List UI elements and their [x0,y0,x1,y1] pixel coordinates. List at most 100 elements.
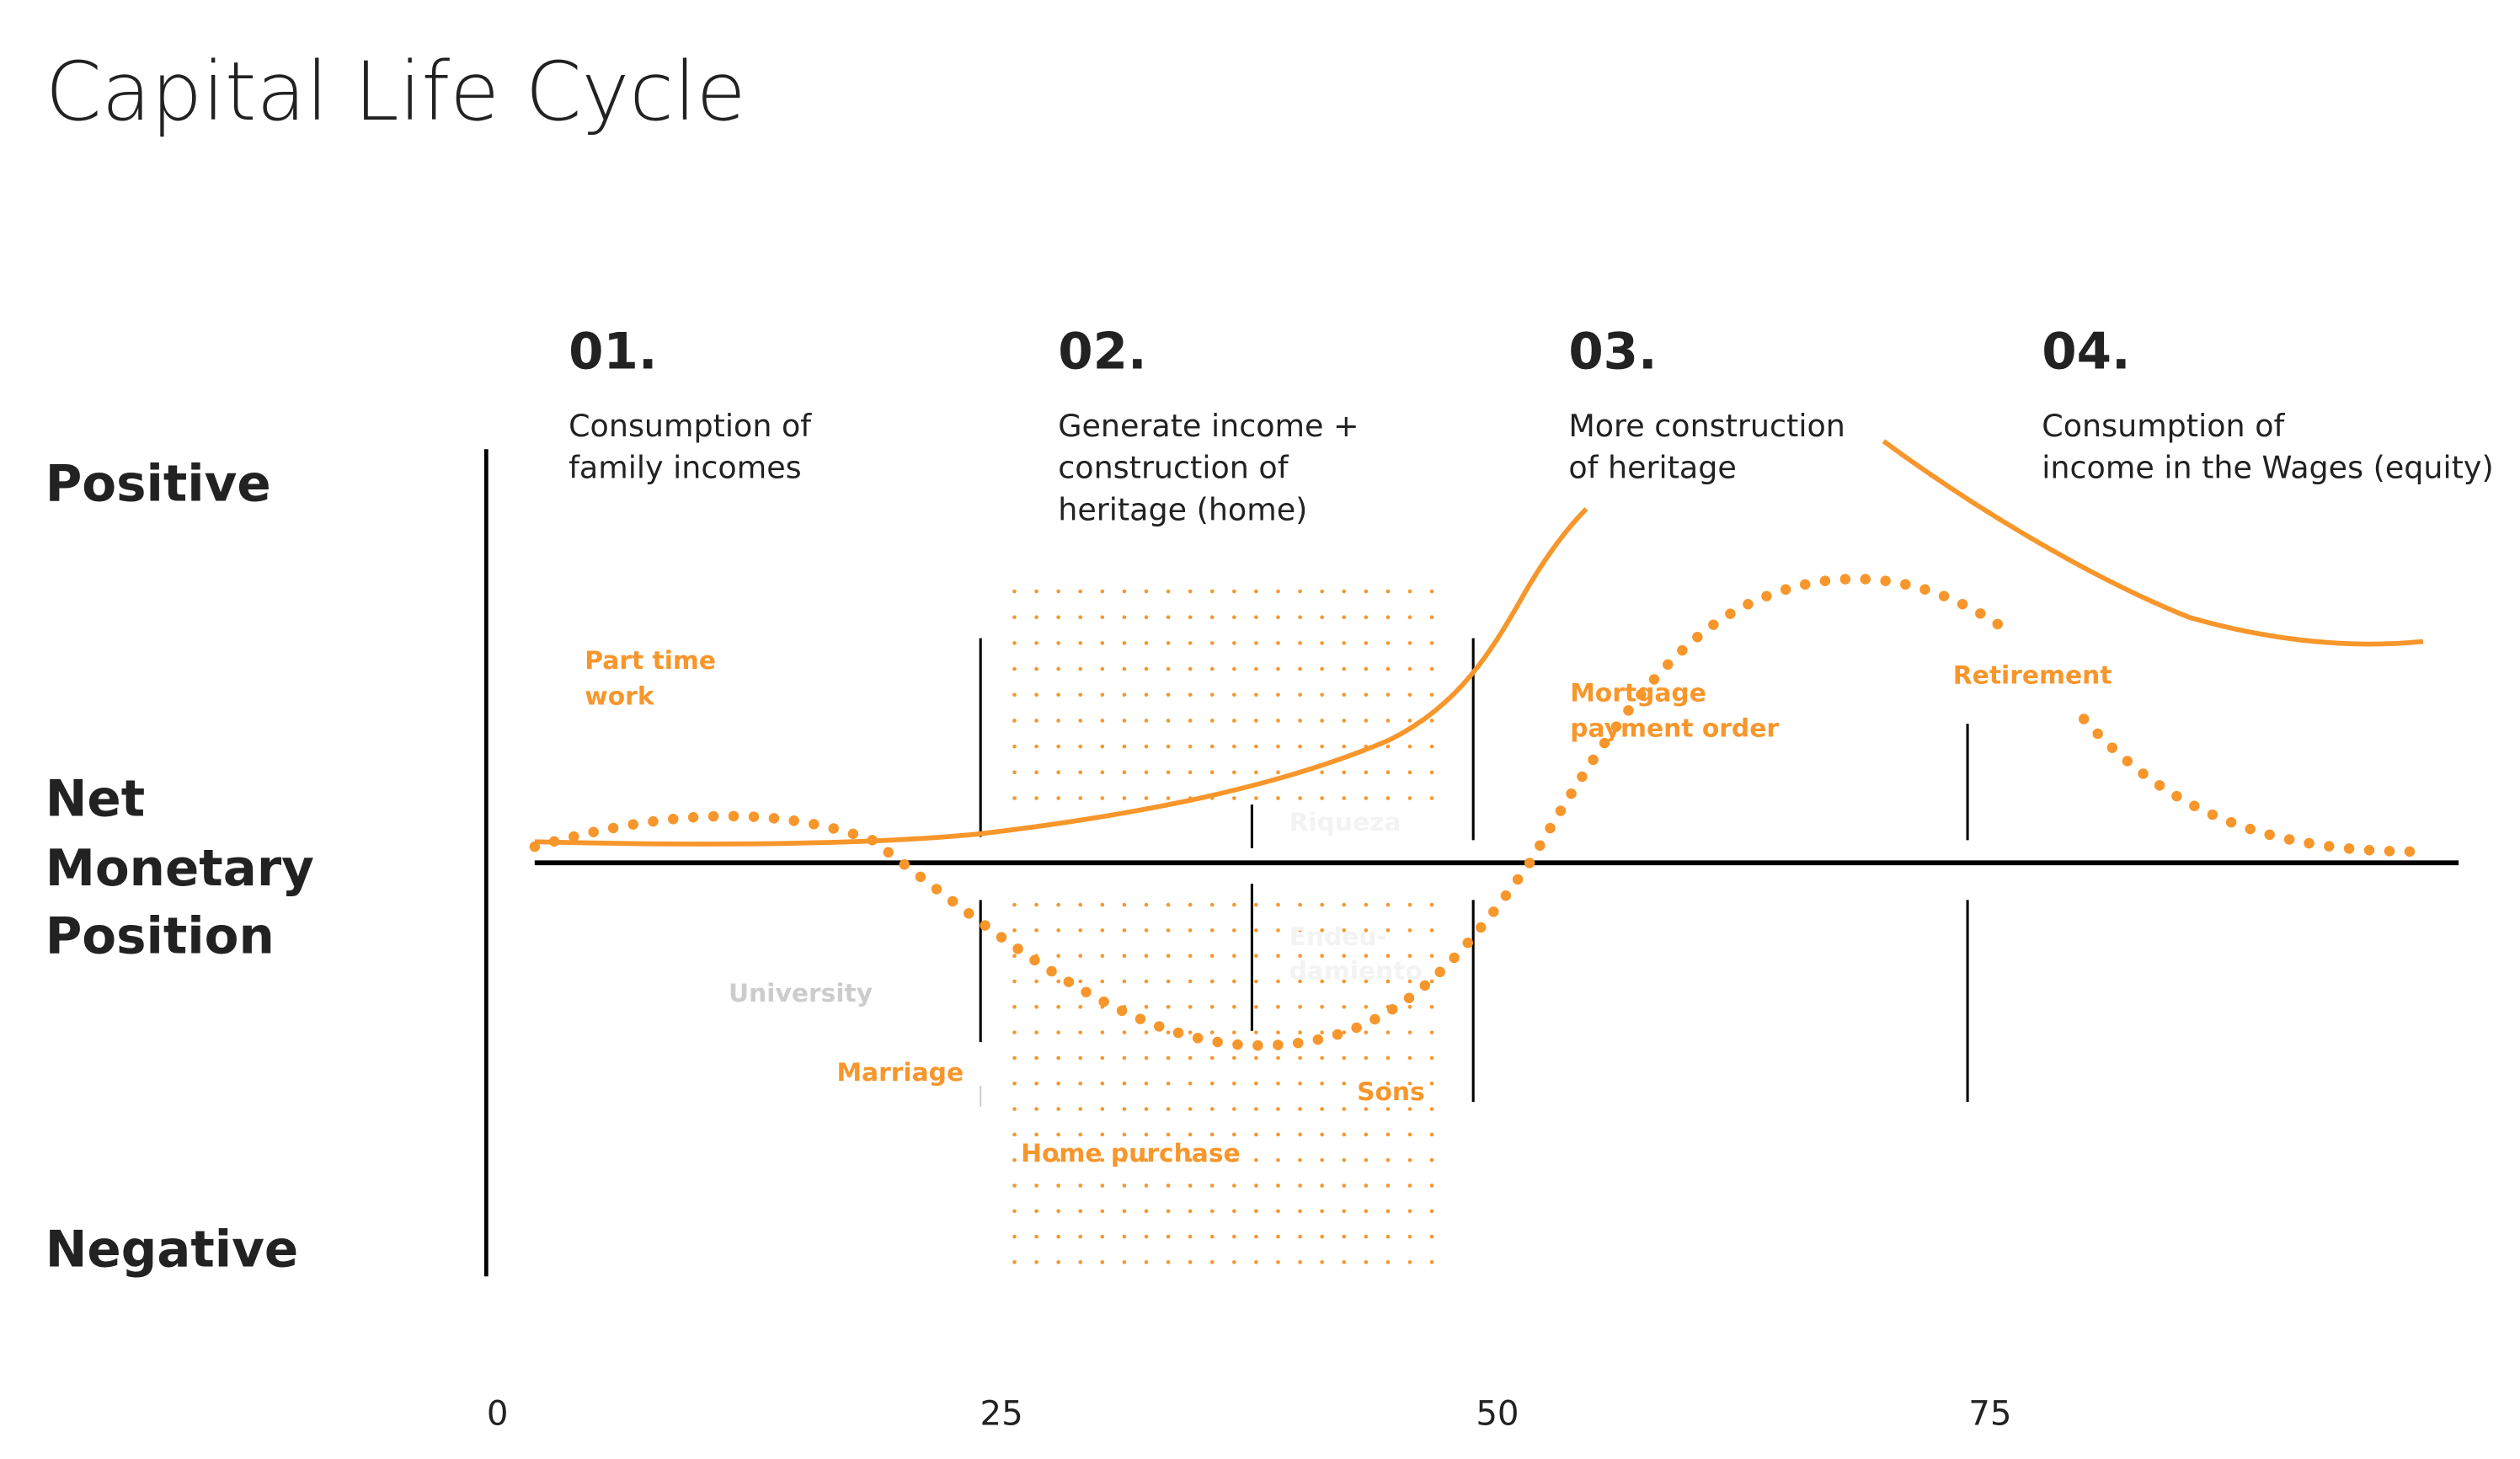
grid-dot [1144,1260,1149,1264]
grid-dot [1078,796,1083,800]
grid-dot [1012,1030,1017,1034]
grid-dot [1232,902,1236,907]
grid-dot [1188,928,1193,933]
grid-dot [1012,902,1017,907]
grid-dot [1166,641,1171,645]
grid-dot [1034,1030,1038,1034]
grid-dot [1364,1030,1369,1034]
grid-dot [1364,1209,1369,1214]
grid-dot [1100,954,1105,959]
grid-dot [1034,928,1038,933]
grid-dot [1254,589,1258,594]
grid-dot [1100,796,1105,800]
grid-dot [1100,641,1105,645]
grid-dot [1429,641,1434,645]
grid-dot [1012,719,1017,723]
grid-dot [1385,1030,1391,1034]
grid-dot [1429,1184,1434,1188]
grid-dot [1056,979,1060,984]
grid-dot [1429,1157,1434,1162]
grid-dot [1100,1056,1105,1061]
grid-dot [1232,796,1236,800]
grid-dot [1232,1132,1236,1137]
grid-dot [1364,979,1369,984]
grid-dot [1056,692,1060,697]
grid-dot [1122,1209,1127,1214]
grid-dot [1385,615,1391,620]
grid-dot [1407,1209,1412,1214]
grid-dot [1407,1260,1412,1264]
grid-dot [1298,1081,1302,1086]
grid-dot [1276,615,1280,620]
grid-dot [1209,744,1215,749]
grid-dot [1122,1260,1127,1264]
grid-dot [1429,796,1434,800]
grid-dot [1364,666,1369,671]
event-label-university: University [729,979,873,1008]
grid-dot [1254,1056,1258,1061]
grid-dot [1342,1056,1347,1061]
grid-dot [1320,666,1324,671]
grid-dot [1188,1081,1193,1086]
grid-dot [1012,1260,1017,1264]
grid-dot [1188,744,1193,749]
grid-dot [1078,1107,1083,1111]
grid-dot [1232,744,1236,749]
grid-dot [1122,1132,1127,1137]
grid-dot [1056,1005,1060,1009]
grid-dot [1320,1209,1324,1214]
grid-dot [1100,1157,1105,1162]
grid-dot [1188,1234,1193,1239]
y-label-net: Net [45,771,145,829]
grid-dot [1012,1184,1017,1188]
grid-dot [1385,744,1391,749]
grid-dot [1188,666,1193,671]
grid-dot [1012,979,1017,984]
grid-dot [1320,692,1324,697]
grid-dot [1056,666,1060,671]
grid-dot [1056,1209,1060,1214]
grid-dot [1276,641,1280,645]
grid-dot [1056,1030,1060,1034]
grid-dot [1144,1209,1149,1214]
grid-dot [1034,1260,1038,1264]
grid-dot [1209,641,1215,645]
grid-dot [1276,1234,1280,1239]
grid-dot [1166,719,1171,723]
phase-desc-line: heritage (home) [1058,492,1307,528]
grid-dot [1298,954,1302,959]
grid-dot [1144,641,1149,645]
grid-dot [1144,770,1149,775]
grid-dot [1385,1184,1391,1188]
grid-dot [1342,744,1347,749]
grid-dot [1100,719,1105,723]
phase-02: 02. Generate income + construction of he… [1058,323,1359,527]
grid-dot [1276,979,1280,984]
grid-dot [1342,589,1347,594]
grid-dot [1276,902,1280,907]
grid-dot [1188,1132,1193,1137]
grid-dot [1166,1056,1171,1061]
grid-dot [1078,1234,1083,1239]
grid-dot [1407,1234,1412,1239]
grid-dot [1254,902,1258,907]
grid-dot [1078,1030,1083,1034]
grid-dot [1342,1132,1347,1137]
grid-dot [1100,770,1105,775]
grid-dot [1209,1260,1215,1264]
grid-dot [1034,1209,1038,1214]
grid-dot [1364,1184,1369,1188]
phase-number: 04. [2042,323,2130,381]
grid-dot [1122,615,1127,620]
grid-dot [1100,589,1105,594]
grid-dot [1122,928,1127,933]
grid-dot [1298,1132,1302,1137]
phase-desc-line: family incomes [569,450,801,486]
grid-dot [1276,1030,1280,1034]
grid-dot [1254,666,1258,671]
grid-dot [1364,954,1369,959]
grid-dot [1078,1132,1083,1137]
grid-dot [1034,1005,1038,1009]
grid-dot [1429,1260,1434,1264]
grid-dot [1144,928,1149,933]
